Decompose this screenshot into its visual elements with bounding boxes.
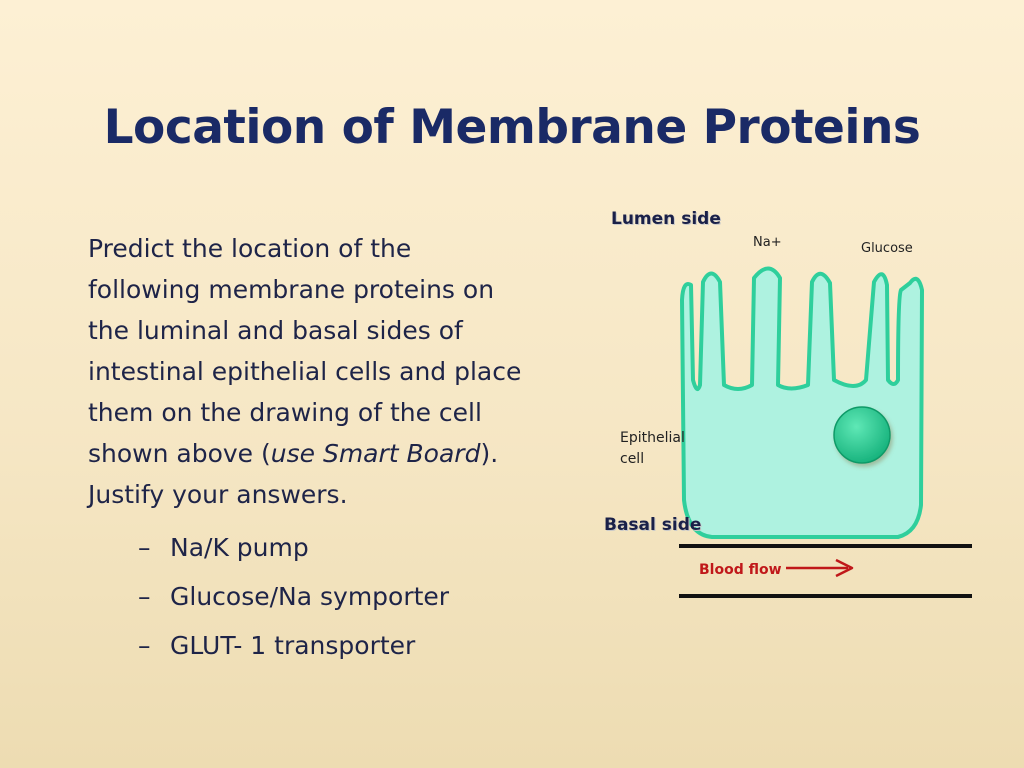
lumen-side-label: Lumen side	[611, 209, 721, 229]
instruction-paragraph: Predict the location of the following me…	[88, 228, 528, 515]
instruction-text-end: ). Justify your answers.	[88, 439, 499, 509]
bullet-dash: –	[138, 631, 151, 660]
sodium-label: Na+	[753, 235, 782, 250]
list-item: –Glucose/Na symporter	[138, 572, 528, 621]
blood-flow-arrow	[786, 558, 854, 578]
slide-body: Predict the location of the following me…	[88, 228, 528, 670]
glucose-label: Glucose	[861, 241, 913, 256]
epithelial-cell-label: Epithelial cell	[620, 430, 685, 467]
blood-flow-label: Blood flow	[699, 562, 782, 578]
bullet-dash: –	[138, 533, 151, 562]
protein-list: –Na/K pump –Glucose/Na symporter –GLUT- …	[88, 523, 528, 670]
list-item: –GLUT- 1 transporter	[138, 621, 528, 670]
nucleus-circle	[833, 406, 891, 464]
instruction-italic: use Smart Board	[270, 439, 481, 468]
cell-shape	[680, 266, 924, 539]
slide-title: Location of Membrane Proteins	[103, 100, 921, 155]
instruction-text: Predict the location of the following me…	[88, 234, 522, 468]
list-item-label: GLUT- 1 transporter	[170, 631, 416, 660]
list-item-label: Na/K pump	[170, 533, 309, 562]
basal-side-label: Basal side	[604, 515, 702, 535]
cell-diagram	[679, 266, 972, 598]
list-item: –Na/K pump	[138, 523, 528, 572]
bullet-dash: –	[138, 582, 151, 611]
list-item-label: Glucose/Na symporter	[170, 582, 450, 611]
